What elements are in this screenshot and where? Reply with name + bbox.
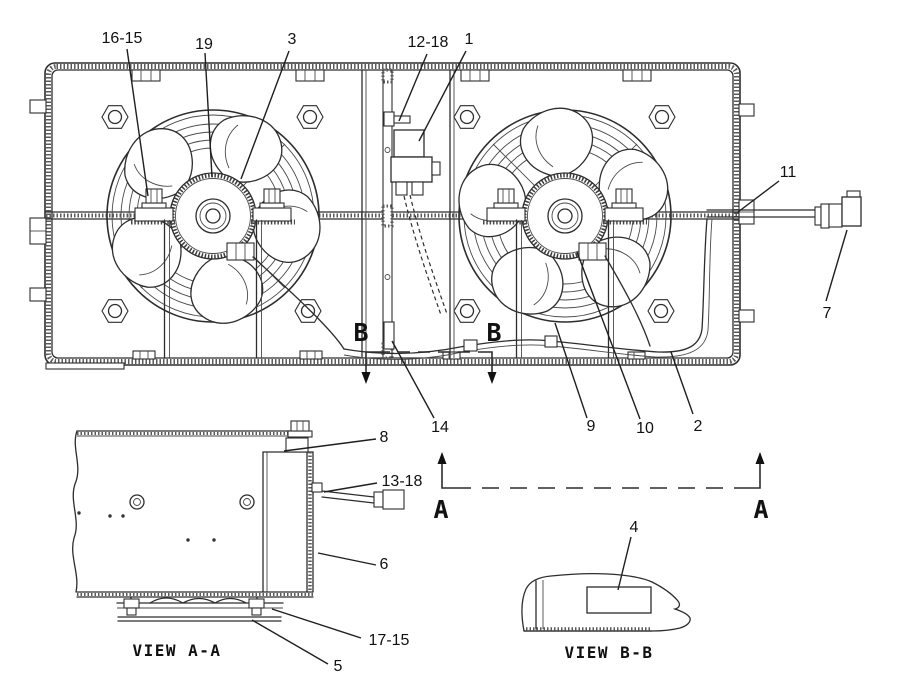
leader-7 [825, 229, 848, 302]
section-line-b: B B [353, 318, 502, 384]
section-b-letter-left: B [353, 318, 368, 347]
section-a-letter-left: A [433, 495, 448, 524]
relay-assembly [383, 111, 448, 316]
section-b-arrow-left [361, 372, 371, 384]
view-bb-decal [586, 586, 652, 614]
view-aa-drawing: VIEW A-A [72, 420, 405, 660]
callout-16-15: 16-15 [102, 30, 143, 47]
callout-19: 19 [195, 36, 213, 53]
callout-8: 8 [380, 429, 389, 446]
callout-17-15: 17-15 [369, 632, 410, 649]
fan-support-legs [163, 219, 614, 359]
break-line [72, 430, 79, 593]
leader-11 [737, 180, 780, 213]
leader-8 [283, 438, 377, 452]
callout-7: 7 [823, 305, 832, 322]
callout-9: 9 [587, 418, 596, 435]
harness-clip [544, 335, 558, 348]
section-a-arrow-left [437, 452, 447, 464]
wire-harness [252, 218, 713, 360]
callout-12-18: 12-18 [408, 34, 449, 51]
side-bolt-pigtail [311, 482, 405, 510]
leader-6 [317, 552, 377, 566]
lead-wire-and-connector [706, 190, 862, 229]
section-b-letter-right: B [486, 318, 501, 347]
callouts: 16-15 19 3 12-18 1 11 7 14 9 10 2 8 13-1… [102, 30, 848, 675]
leader-1 [418, 50, 467, 142]
callout-5: 5 [334, 658, 343, 675]
leader-19 [204, 52, 213, 178]
view-aa-label: VIEW A-A [132, 641, 221, 660]
leader-5 [251, 619, 329, 665]
center-channel [361, 68, 455, 360]
section-b-arrow-right [487, 372, 497, 384]
connector-body [841, 196, 862, 227]
section-line-a: A A [433, 452, 769, 524]
leader-3 [240, 50, 290, 180]
leader-2 [670, 351, 694, 415]
callout-1: 1 [465, 31, 474, 48]
frame-bottom-strip [45, 362, 125, 370]
section-a-letter-right: A [753, 495, 768, 524]
leader-10 [576, 251, 641, 420]
relay-lower-body [390, 156, 433, 183]
harness-clip [463, 339, 478, 352]
leader-12-18 [398, 53, 428, 122]
callout-13-18: 13-18 [382, 473, 423, 490]
callout-2: 2 [694, 418, 703, 435]
frame-mounting-tabs [29, 69, 755, 360]
view-bb-label: VIEW B-B [564, 643, 653, 662]
callout-14: 14 [431, 419, 449, 436]
leader-4 [617, 536, 632, 591]
left-fan [97, 109, 331, 339]
leader-17-15 [271, 608, 362, 639]
leader-9 [554, 322, 588, 419]
section-a-arrow-right [755, 452, 765, 464]
callout-11: 11 [780, 164, 797, 181]
leader-13-18 [323, 482, 378, 493]
view-bb-drawing: VIEW B-B [521, 572, 691, 662]
callout-6: 6 [380, 556, 389, 573]
main-assembly-drawing [29, 62, 862, 385]
leader-14 [391, 340, 435, 419]
relay-upper-body [393, 129, 425, 158]
relay-mount-bolt [383, 111, 395, 127]
callout-4: 4 [630, 519, 639, 536]
leader-16-15 [126, 48, 149, 197]
bottom-fan-section [116, 596, 284, 622]
callout-10: 10 [636, 420, 654, 437]
callout-3: 3 [288, 31, 297, 48]
harness-clamp [383, 321, 395, 350]
